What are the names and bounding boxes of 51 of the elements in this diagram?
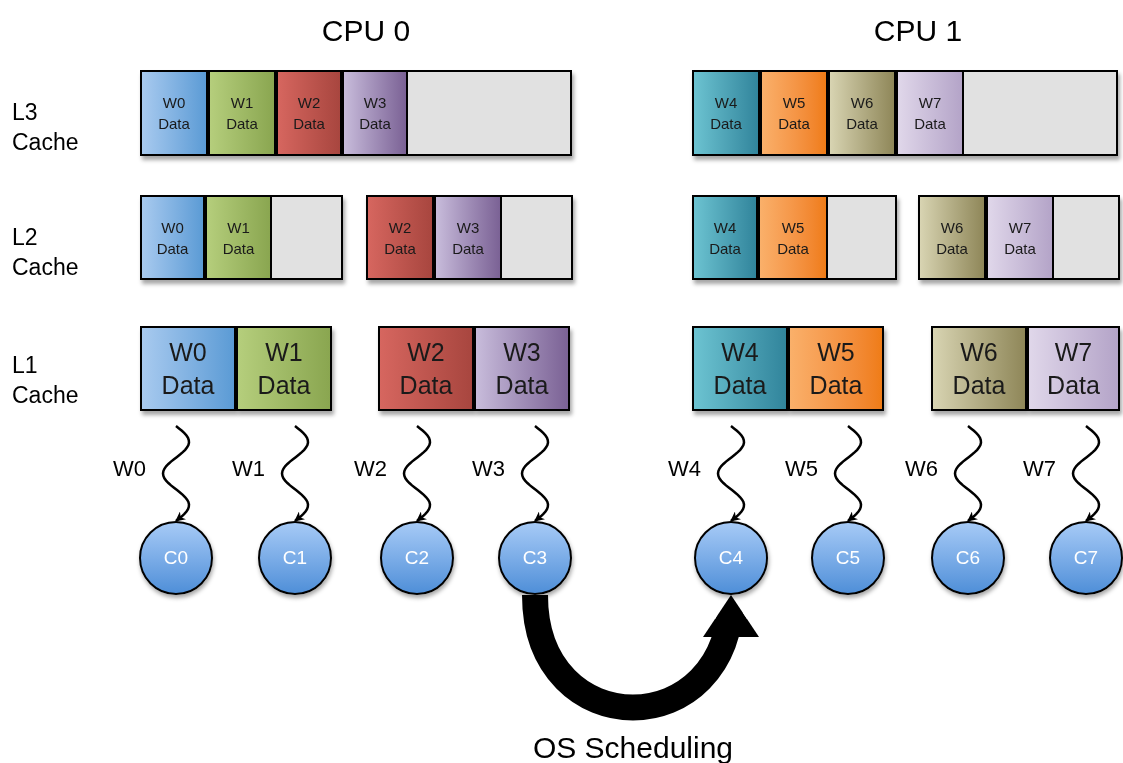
edge-label: W6 xyxy=(904,455,938,483)
data-block: W6 Data xyxy=(931,326,1027,411)
data-block: W0 Data xyxy=(140,70,208,156)
edge-label: W0 xyxy=(112,455,146,483)
edge-label: W7 xyxy=(1022,455,1056,483)
data-block: W2 Data xyxy=(378,326,474,411)
data-block: W4 Data xyxy=(692,195,758,280)
squiggle-arrow xyxy=(161,425,191,522)
data-block: W6 Data xyxy=(828,70,896,156)
squiggle-arrow xyxy=(520,425,550,522)
data-block: W2 Data xyxy=(276,70,342,156)
squiggle-arrow xyxy=(716,425,746,522)
cache-bar xyxy=(692,70,1118,156)
data-block: W6 Data xyxy=(918,195,986,280)
data-block: W7 Data xyxy=(986,195,1054,280)
squiggle-arrow xyxy=(402,425,432,522)
cache-bar xyxy=(140,195,343,280)
squiggle-arrow xyxy=(1071,425,1101,522)
data-block: W1 Data xyxy=(208,70,276,156)
edge-label: W1 xyxy=(231,455,265,483)
edge-label: W3 xyxy=(471,455,505,483)
data-block: W5 Data xyxy=(760,70,828,156)
edge-label: W4 xyxy=(667,455,701,483)
edge-label: W2 xyxy=(353,455,387,483)
cpu-heading: CPU 0 xyxy=(320,13,412,49)
data-block: W4 Data xyxy=(692,326,788,411)
cache-level-label: L1 Cache xyxy=(12,351,80,410)
cache-bar xyxy=(366,195,573,280)
data-block: W1 Data xyxy=(205,195,272,280)
data-block: W7 Data xyxy=(1027,326,1120,411)
data-block: W4 Data xyxy=(692,70,760,156)
data-block: W5 Data xyxy=(758,195,828,280)
data-block: W2 Data xyxy=(366,195,434,280)
data-block: W3 Data xyxy=(434,195,502,280)
data-block: W7 Data xyxy=(896,70,964,156)
cpu-heading: CPU 1 xyxy=(872,13,964,49)
data-block: W5 Data xyxy=(788,326,884,411)
data-block: W0 Data xyxy=(140,195,205,280)
squiggle-arrow xyxy=(953,425,983,522)
data-block: W0 Data xyxy=(140,326,236,411)
cache-bar xyxy=(140,70,572,156)
cache-level-label: L3 Cache xyxy=(12,98,80,157)
cache-bar xyxy=(918,195,1120,280)
cache-bar xyxy=(692,195,897,280)
cache-level-label: L2 Cache xyxy=(12,223,80,282)
edge-label: W5 xyxy=(784,455,818,483)
squiggle-arrow xyxy=(833,425,863,522)
data-block: W3 Data xyxy=(342,70,408,156)
data-block: W3 Data xyxy=(474,326,570,411)
squiggle-arrow xyxy=(280,425,310,522)
data-block: W1 Data xyxy=(236,326,332,411)
